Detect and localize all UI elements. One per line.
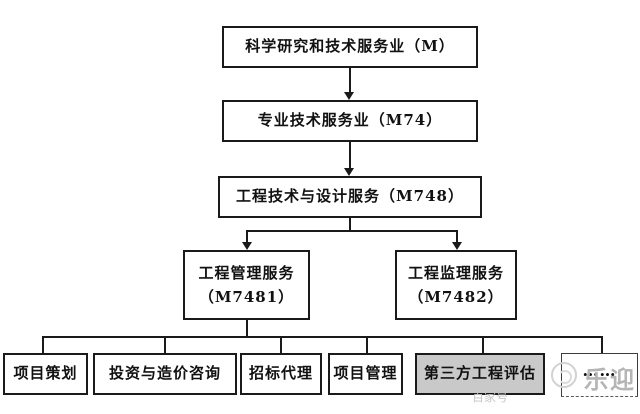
connector-stub-6: [601, 336, 603, 353]
leaf-label: 项目管理: [333, 364, 398, 383]
node-root: 科学研究和技术服务业（M）: [222, 26, 478, 68]
leaf-label: 第三方工程评估: [423, 364, 536, 383]
connector-split-bar: [247, 230, 458, 232]
leaf-project-management: 项目管理: [328, 353, 403, 395]
connector-split-left: [246, 230, 248, 243]
leaf-label: 项目策划: [13, 364, 78, 383]
connector-stub-1: [42, 336, 44, 353]
node-management: 工程管理服务 （M7481）: [183, 250, 310, 320]
leaf-label: 招标代理: [248, 364, 313, 383]
arrow-down-icon: [242, 242, 252, 250]
leaf-investment-cost-consulting: 投资与造价咨询: [93, 353, 237, 395]
connector-split-right: [456, 230, 458, 243]
watermark-platform: 百家号: [472, 390, 509, 404]
leaf-project-planning: 项目策划: [3, 353, 88, 395]
connector-stub-5: [482, 336, 484, 353]
node-management-code: （M7481）: [198, 288, 295, 306]
watermark-name: 乐迎: [584, 366, 636, 394]
node-root-label: 科学研究和技术服务业（M）: [245, 37, 455, 56]
connector-root-professional: [349, 68, 351, 92]
leaf-bidding-agency: 招标代理: [240, 353, 322, 395]
node-engineering-label: 工程技术与设计服务（M748）: [236, 187, 464, 206]
leaf-label: 投资与造价咨询: [108, 364, 221, 383]
leaf-label: ……: [582, 360, 617, 380]
node-supervision: 工程监理服务 （M7482）: [395, 250, 517, 320]
node-professional: 专业技术服务业（M74）: [222, 100, 478, 142]
leaf-ellipsis: ……: [561, 353, 638, 397]
node-supervision-label: 工程监理服务: [407, 264, 504, 282]
connector-bus-bar: [42, 336, 603, 338]
arrow-down-icon: [452, 242, 462, 250]
connector-engineering-stem: [349, 218, 351, 231]
arrow-down-icon: [344, 92, 354, 100]
arrow-down-icon: [344, 168, 354, 176]
connector-stub-2: [164, 336, 166, 353]
connector-professional-engineering: [349, 142, 351, 168]
connector-stub-4: [366, 336, 368, 353]
watermark-logo-icon: [551, 362, 577, 388]
node-engineering: 工程技术与设计服务（M748）: [218, 176, 482, 218]
node-supervision-code: （M7482）: [408, 288, 504, 306]
leaf-third-party-evaluation: 第三方工程评估: [415, 353, 545, 395]
node-management-label: 工程管理服务: [198, 264, 295, 282]
connector-stub-3: [280, 336, 282, 353]
connector-management-stem: [246, 320, 248, 338]
node-professional-label: 专业技术服务业（M74）: [257, 111, 443, 130]
